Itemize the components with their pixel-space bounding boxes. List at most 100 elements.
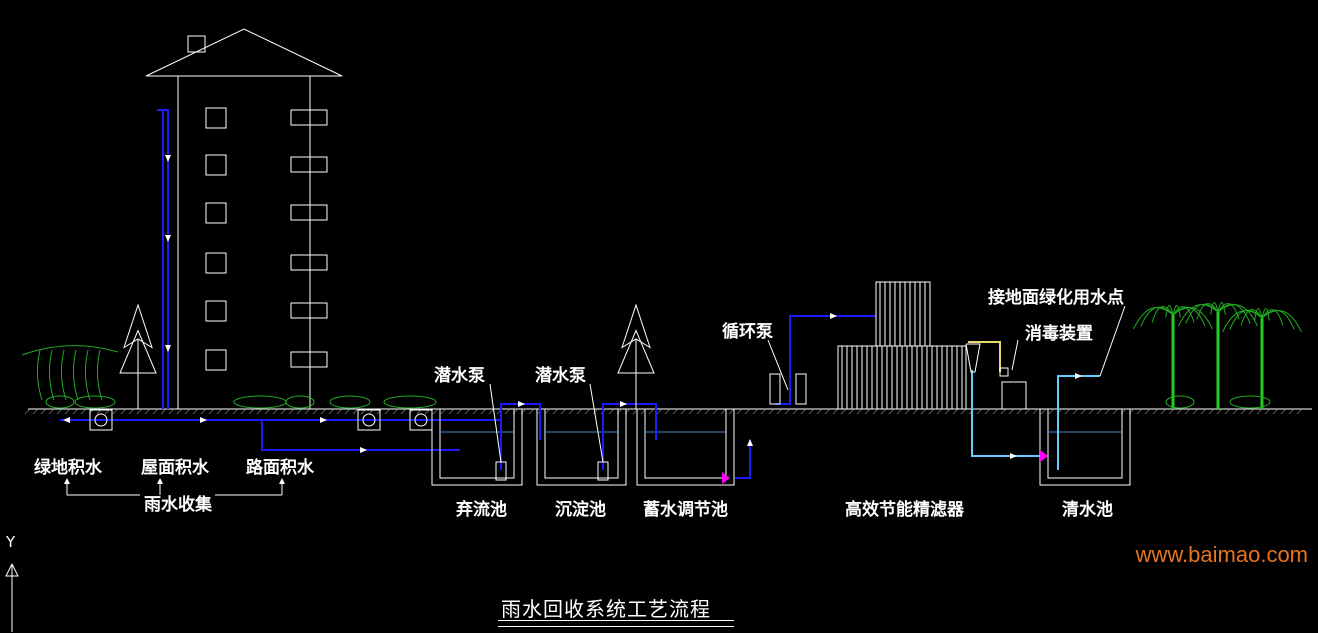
- label-circ-pump: 循环泵: [722, 322, 773, 342]
- palm-frond: [1217, 302, 1226, 315]
- palm-frond: [1217, 304, 1258, 327]
- hatch-mark: [152, 408, 159, 415]
- hatch-mark: [264, 408, 271, 415]
- hatch-mark: [1240, 408, 1247, 415]
- hatch-mark: [352, 408, 359, 415]
- hatch-mark: [904, 408, 911, 415]
- palm-frond: [1261, 308, 1270, 321]
- hatch-mark: [984, 408, 991, 415]
- willow-strand: [36, 349, 43, 401]
- hatch-mark: [56, 408, 63, 415]
- window: [205, 349, 227, 371]
- hatch-mark: [832, 408, 839, 415]
- hatch-mark: [184, 408, 191, 415]
- hatch-mark: [560, 408, 567, 415]
- palm-frond: [1196, 303, 1219, 320]
- hatch-mark: [216, 408, 223, 415]
- hatch-mark: [272, 408, 279, 415]
- label-roof-water: 屋面积水: [141, 458, 209, 478]
- shrub: [233, 395, 287, 409]
- hatch-mark: [64, 408, 71, 415]
- hatch-mark: [1096, 408, 1103, 415]
- hatch-mark: [896, 408, 903, 415]
- hatch-mark: [944, 408, 951, 415]
- watermark: www.baimao.com: [1135, 542, 1308, 567]
- hatch-mark: [672, 408, 679, 415]
- hatch-mark: [1112, 408, 1119, 415]
- window: [205, 202, 227, 224]
- hatch-mark: [160, 408, 167, 415]
- hatch-mark: [136, 408, 143, 415]
- label-pump-2: 潜水泵: [535, 366, 586, 386]
- hatch-mark: [1016, 408, 1023, 415]
- hatch-mark: [1168, 408, 1175, 415]
- window: [290, 156, 328, 173]
- hatch-mark: [464, 408, 471, 415]
- willow-strand: [60, 349, 67, 401]
- hatch-mark: [760, 408, 767, 415]
- hatch-mark: [192, 408, 199, 415]
- hatch-mark: [1248, 408, 1255, 415]
- shrub: [1165, 395, 1195, 409]
- hatch-mark: [872, 408, 879, 415]
- hatch-mark: [72, 408, 79, 415]
- hatch-mark: [1200, 408, 1207, 415]
- hatch-mark: [400, 408, 407, 415]
- hatch-mark: [1208, 408, 1215, 415]
- hatch-mark: [280, 408, 287, 415]
- hatch-mark: [1256, 408, 1263, 415]
- hatch-mark: [936, 408, 943, 415]
- hatch-mark: [976, 408, 983, 415]
- tanks: [431, 409, 1131, 486]
- hatch-mark: [1224, 408, 1231, 415]
- hatch-mark: [80, 408, 87, 415]
- hatch-mark: [384, 408, 391, 415]
- palm-frond: [1178, 304, 1219, 327]
- willow-strand: [96, 349, 103, 401]
- hatch-mark: [40, 408, 47, 415]
- hatch-mark: [176, 408, 183, 415]
- hatch-mark: [1176, 408, 1183, 415]
- palm-frond: [1222, 310, 1263, 333]
- hatch-mark: [1040, 408, 1047, 415]
- hatch-mark: [1296, 408, 1303, 415]
- palm-frond: [1261, 309, 1284, 326]
- label-tank-clear: 清水池: [1062, 500, 1113, 520]
- hatch-mark: [344, 408, 351, 415]
- hatch-mark: [952, 408, 959, 415]
- hatch-mark: [680, 408, 687, 415]
- hatch-mark: [1032, 408, 1039, 415]
- hatch-mark: [840, 408, 847, 415]
- hatch-mark: [312, 408, 319, 415]
- hatch-mark: [480, 408, 487, 415]
- hatch-mark: [1264, 408, 1271, 415]
- hatch-mark: [744, 408, 751, 415]
- hatch-mark: [1184, 408, 1191, 415]
- hatch-mark: [120, 408, 127, 415]
- hatch-mark: [248, 408, 255, 415]
- window: [290, 254, 328, 271]
- hatch-mark: [584, 408, 591, 415]
- hatch-mark: [656, 408, 663, 415]
- palm-frond: [1229, 309, 1263, 330]
- hatch-mark: [792, 408, 799, 415]
- hatch-mark: [456, 408, 463, 415]
- willow-strand: [72, 349, 79, 401]
- hatch-mark: [552, 408, 559, 415]
- shrub: [1229, 395, 1271, 409]
- hatch-mark: [992, 408, 999, 415]
- window: [205, 300, 227, 322]
- hatch-mark: [1216, 408, 1223, 415]
- hatch-mark: [32, 408, 39, 415]
- downpipe-arrows: [165, 155, 171, 352]
- hatch-mark: [1136, 408, 1143, 415]
- hatch-mark: [256, 408, 263, 415]
- hatch-mark: [824, 408, 831, 415]
- hatch-mark: [528, 408, 535, 415]
- hatch-mark: [816, 408, 823, 415]
- hatch-mark: [864, 408, 871, 415]
- window: [205, 252, 227, 274]
- hatch-mark: [784, 408, 791, 415]
- hatch-mark: [1192, 408, 1199, 415]
- hatch-mark: [1272, 408, 1279, 415]
